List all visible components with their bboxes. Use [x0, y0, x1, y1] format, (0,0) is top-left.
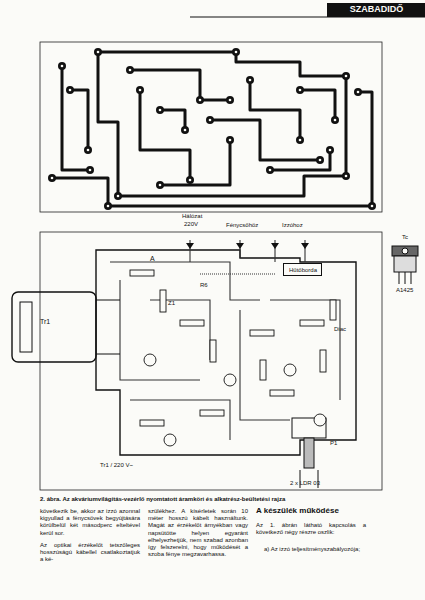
part-label-wrap: Tr1 — [40, 318, 50, 326]
part-label: A1425 — [396, 287, 413, 294]
section-header-wrap: SZABADIDŐ — [330, 4, 423, 15]
section-header: SZABADIDŐ — [330, 4, 423, 15]
point-label: A — [150, 255, 155, 263]
part-label-wrap: Z1 — [168, 300, 175, 307]
terminal-label: Izzóhoz — [282, 222, 303, 229]
part-label: Z1 — [168, 300, 175, 307]
terminal-label-wrap: Fénycsőhöz — [226, 222, 258, 229]
part-label-wrap: A1425 — [396, 287, 413, 294]
node-text: Hűtőborda — [289, 267, 316, 274]
body-text: a) Az izzó teljesítményszabályozója; — [264, 546, 366, 553]
body-text: Az 1. ábrán látható kapcsolás a következ… — [256, 522, 366, 536]
heatsink-box: Hűtőborda — [283, 263, 322, 276]
part-label-wrap: P1 — [330, 440, 337, 447]
part-label-wrap: R6 — [200, 282, 208, 289]
body-text: szülékhez. A kísérletek során 10 méter h… — [148, 508, 248, 558]
part-label-wrap: Tr1 / 220 V~ — [100, 462, 133, 469]
part-label: R6 — [200, 282, 208, 289]
body-text-wrap: Az optikai érzékelőt tetszőleges hosszús… — [40, 542, 140, 564]
part-label: Tr1 — [40, 318, 50, 326]
terminal-label: Fénycsőhöz — [226, 222, 258, 229]
part-label: 2 x LDR 03 — [290, 480, 320, 487]
part-label: Tr1 / 220 V~ — [100, 462, 133, 469]
point-label-wrap: A — [150, 255, 155, 263]
body-text-wrap: következik be, akkor az izzó azonnal kig… — [40, 508, 140, 537]
body-text: következik be, akkor az izzó azonnal kig… — [40, 508, 140, 537]
terminal-label: Hálózat — [182, 213, 202, 220]
terminal-label-wrap: Izzóhoz — [282, 222, 303, 229]
body-text: Az optikai érzékelőt tetszőleges hosszús… — [40, 542, 140, 564]
body-text-wrap: szülékhez. A kísérletek során 10 méter h… — [148, 508, 248, 558]
terminal-label-wrap: 220V — [184, 221, 198, 228]
part-label: P1 — [330, 440, 337, 447]
part-label-wrap: Tc — [402, 234, 408, 241]
body-text-wrap: Az 1. ábrán látható kapcsolás a következ… — [256, 522, 366, 536]
terminal-label-wrap: Hálózat — [182, 213, 202, 220]
terminal-label: 220V — [184, 221, 198, 228]
part-label: Tc — [402, 234, 408, 241]
caption-wrap: 2. ábra. Az akváriumvilágítás-vezérlő ny… — [40, 496, 385, 503]
section-heading-wrap: A készülék működése — [256, 506, 381, 516]
part-label-wrap: 2 x LDR 03 — [290, 480, 320, 487]
figure-caption: 2. ábra. Az akváriumvilágítás-vezérlő ny… — [40, 496, 385, 503]
part-label-wrap: Diac — [334, 326, 346, 333]
part-label: Diac — [334, 326, 346, 333]
section-heading: A készülék működése — [256, 506, 381, 516]
body-text-wrap: a) Az izzó teljesítményszabályozója; — [264, 546, 366, 553]
